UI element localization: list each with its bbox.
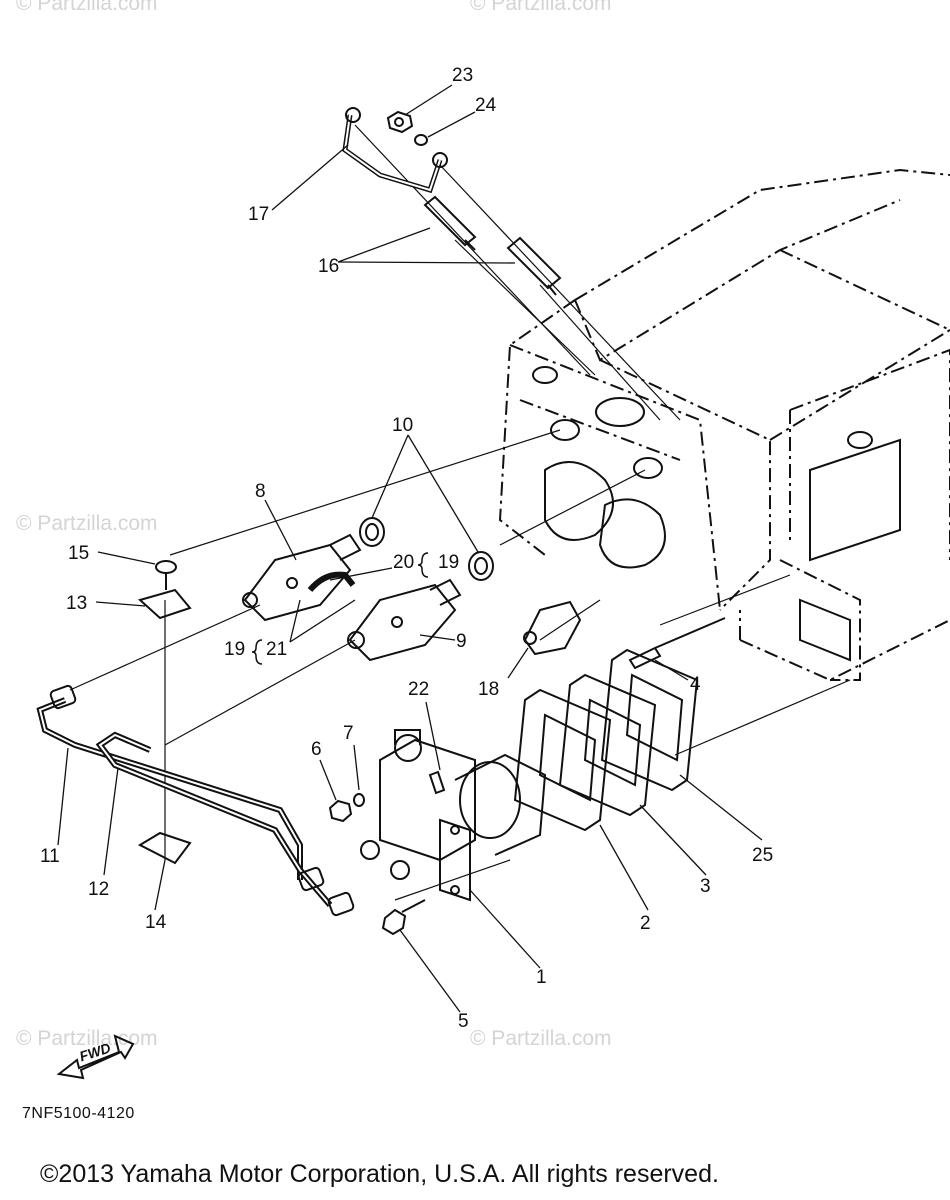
part-9-injection-nozzle — [347, 578, 462, 662]
part-22-bolt — [428, 770, 446, 795]
part-23-nut — [386, 110, 414, 134]
part-17-end — [345, 107, 361, 123]
part-10-gasket — [359, 517, 385, 547]
callout-17: 17 — [248, 204, 270, 225]
engine-block — [498, 168, 950, 682]
callout-20: 20 — [393, 552, 415, 573]
watermark: © Partzilla.com — [16, 512, 158, 535]
part-12-injection-pipe — [95, 731, 333, 907]
part-4-stud — [628, 617, 726, 670]
callout-21: 21 — [266, 639, 288, 660]
callout-15: 15 — [68, 543, 90, 564]
part-14-clamp — [137, 831, 192, 865]
part-18-sensor — [523, 600, 582, 656]
callout-18: 18 — [478, 679, 500, 700]
callout-3: 3 — [700, 876, 711, 897]
part-24-washer — [414, 134, 428, 146]
part-6-nut — [328, 799, 353, 823]
callout-12: 12 — [88, 879, 110, 900]
watermark: © Partzilla.com — [470, 1027, 612, 1050]
callout-11: 11 — [40, 846, 60, 867]
part-3-plate — [558, 673, 657, 817]
part-16-glow-plug — [423, 195, 477, 251]
callout-13: 13 — [66, 593, 88, 614]
copyright-notice: ©2013 Yamaha Motor Corporation, U.S.A. A… — [40, 1160, 719, 1188]
part-10-gasket — [468, 551, 494, 581]
part-5-bolt — [381, 899, 426, 936]
part-13-clamp — [137, 588, 192, 620]
part-20-leak-hose — [307, 571, 356, 592]
callout-10: 10 — [392, 415, 414, 436]
callout-14: 14 — [145, 912, 167, 933]
part-16-glow-plug — [506, 236, 562, 296]
callout-5: 5 — [458, 1011, 469, 1032]
callout-leaders — [57, 84, 763, 1013]
callout-9: 9 — [456, 631, 467, 652]
callout-6: 6 — [311, 739, 322, 760]
callout-4: 4 — [690, 674, 701, 695]
callout-8: 8 — [255, 481, 266, 502]
fwd-arrow-icon: FWD — [55, 1030, 135, 1090]
part-7-washer — [353, 793, 365, 807]
part-2-gasket — [513, 688, 612, 832]
engine-ports — [532, 366, 901, 662]
callout-19-right: 19 — [438, 552, 460, 573]
part-8-injection-nozzle — [242, 533, 362, 622]
callout-25: 25 — [752, 845, 774, 866]
callout-22: 22 — [408, 679, 430, 700]
callout-1: 1 — [536, 967, 547, 988]
watermark: © Partzilla.com — [470, 0, 612, 15]
part-17-end — [432, 152, 448, 168]
part-1-injection-pump — [360, 729, 547, 902]
watermark: © Partzilla.com — [16, 0, 158, 15]
callout-16: 16 — [318, 256, 340, 277]
callout-23: 23 — [452, 65, 474, 86]
callout-24: 24 — [475, 95, 497, 116]
watermark: © Partzilla.com — [16, 1027, 158, 1050]
callout-2: 2 — [640, 913, 651, 934]
part-15-screw — [155, 560, 177, 590]
diagram-code: 7NF5100-4120 — [22, 1105, 135, 1122]
callout-19-left: 19 — [224, 639, 246, 660]
callout-7: 7 — [343, 723, 354, 744]
